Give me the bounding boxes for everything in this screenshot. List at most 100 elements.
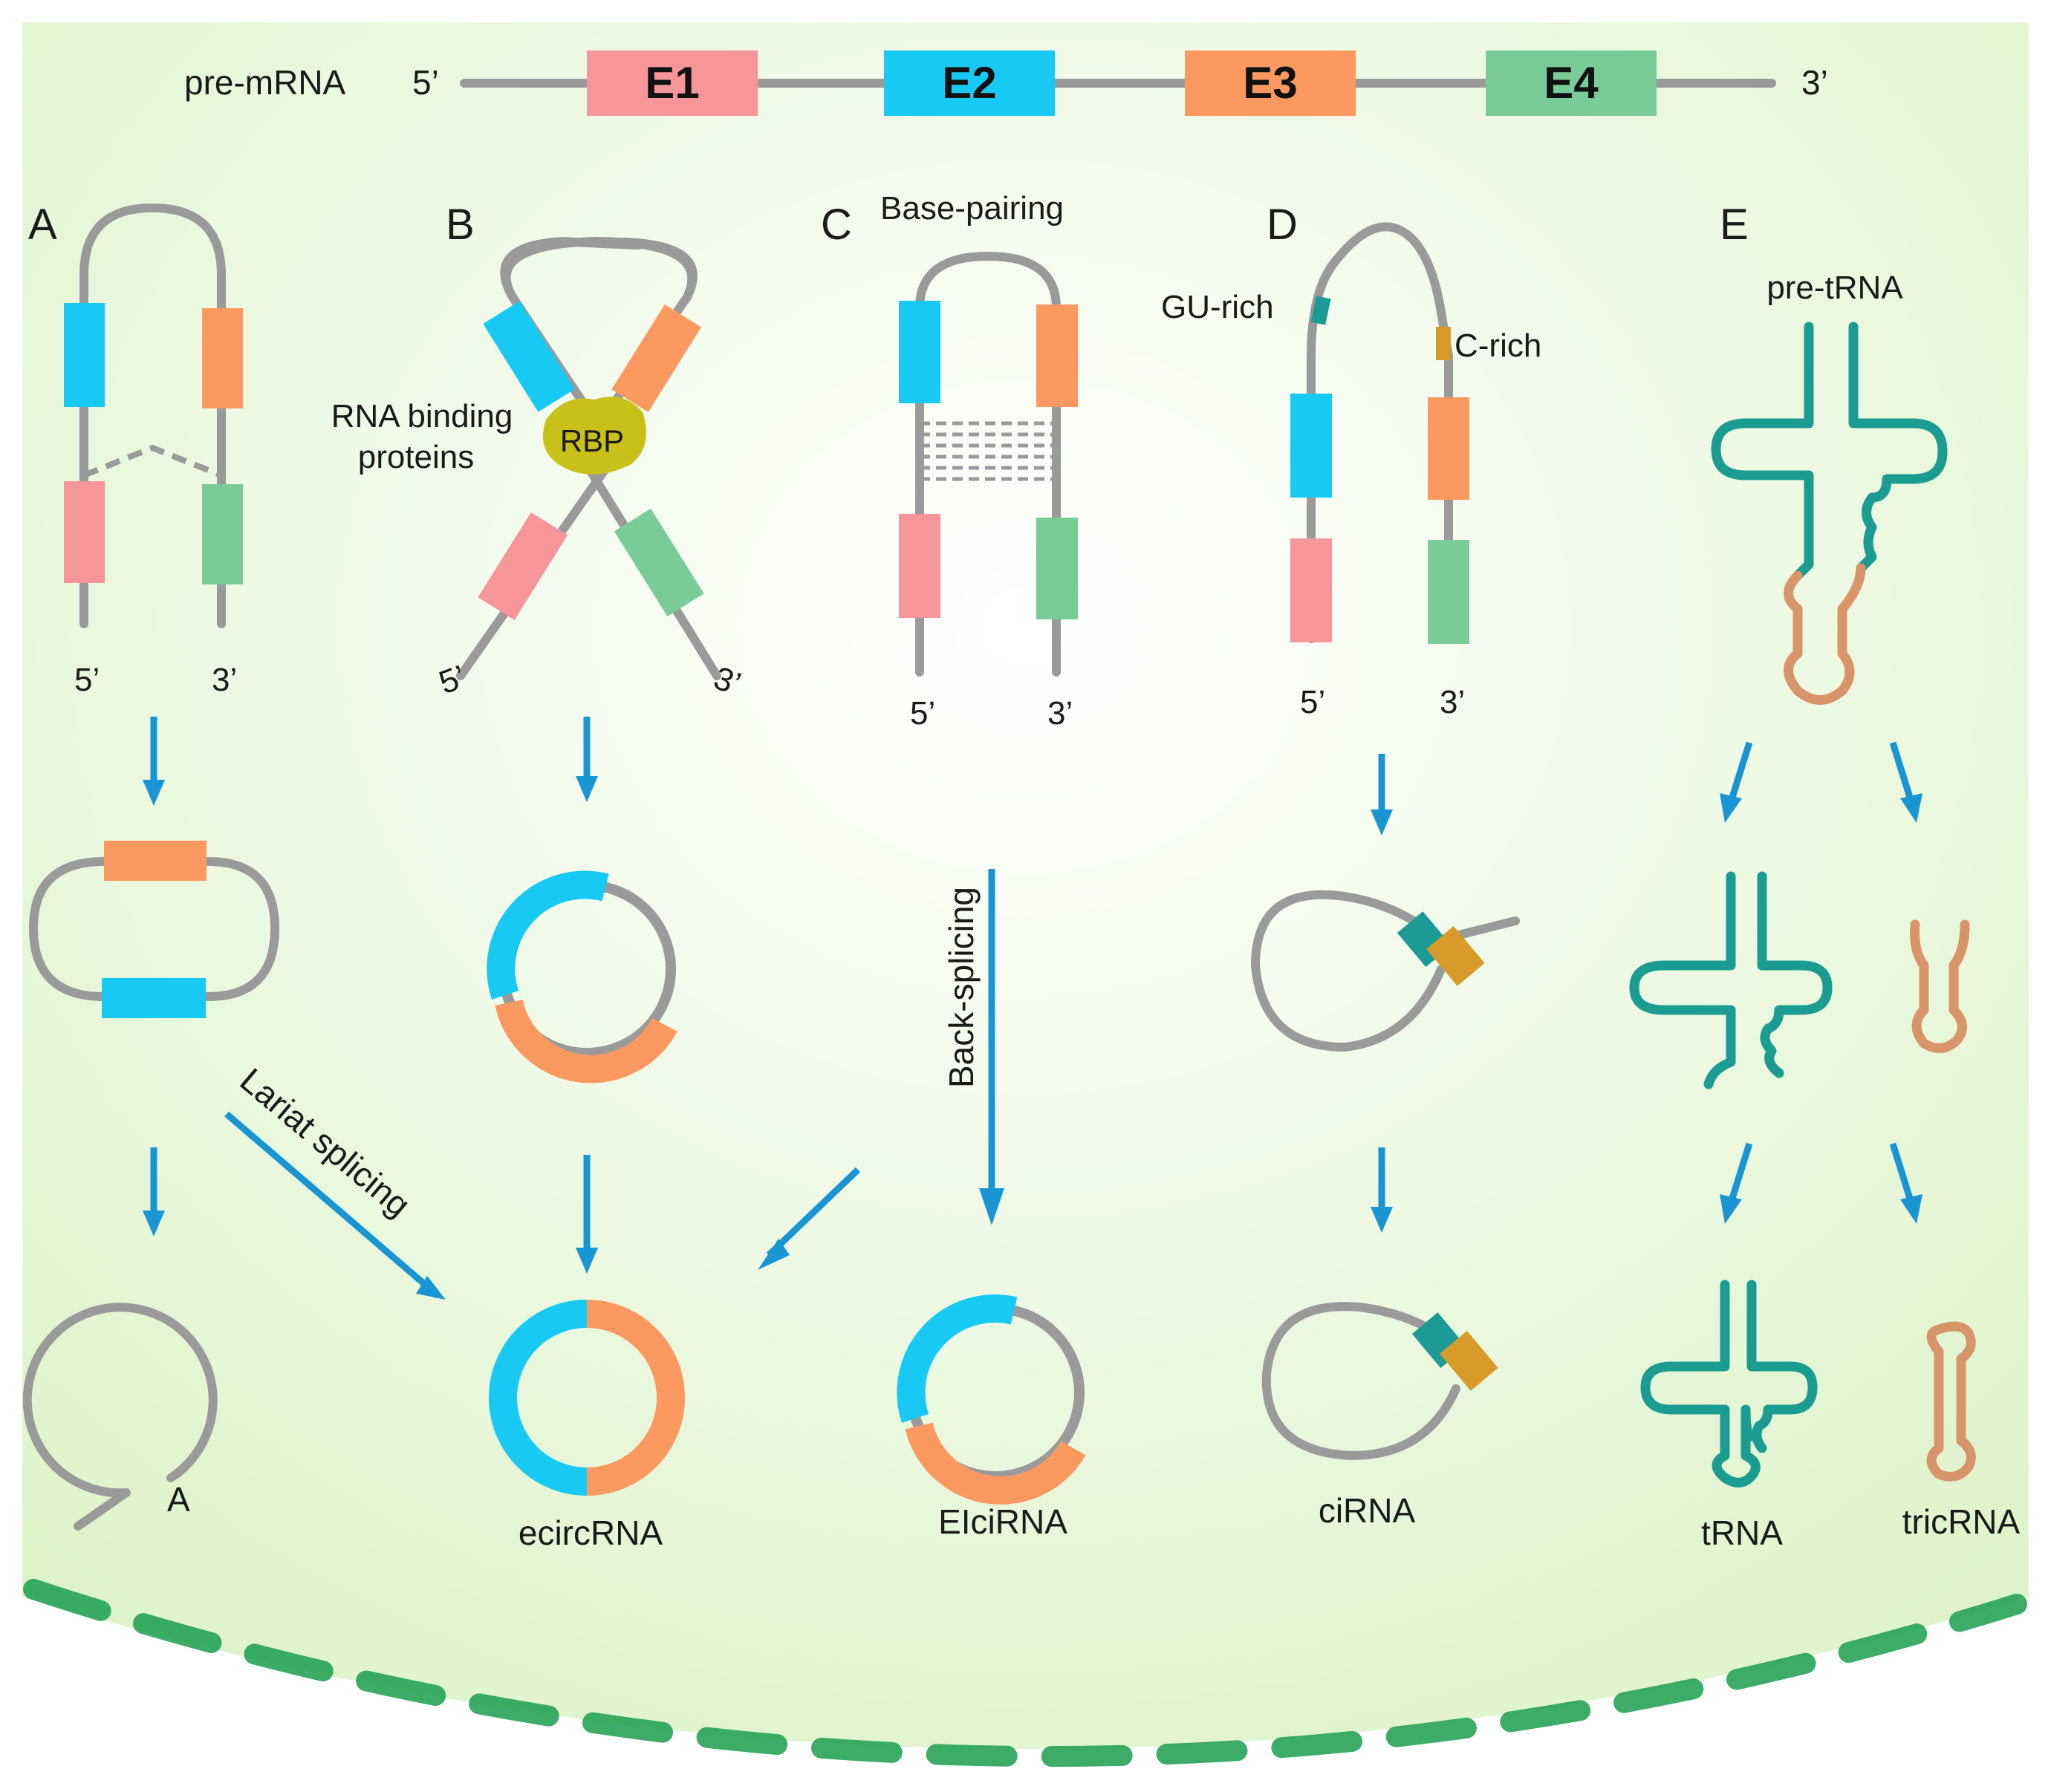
panel-a-intermediate-loop (28, 857, 280, 1001)
background-panel (22, 22, 2029, 1749)
lariat-splicing-arrowhead (416, 1276, 446, 1300)
panel-c-letter: C (821, 201, 852, 249)
back-splicing-label: Back-splicing (942, 887, 981, 1088)
panel-b: B RBP RNA binding proteins 5’ 3’ ecircRN… (331, 201, 746, 1552)
panel-c-exon-e3 (1036, 304, 1078, 407)
eicirna-arc-e3 (905, 1422, 1086, 1505)
panel-d-arrowhead-2 (1371, 1207, 1393, 1233)
panel-b-exon-e3 (611, 304, 702, 413)
panel-e-arrowhead-right-2 (1900, 1194, 1922, 1224)
panel-e-arrow-right-2 (1889, 1142, 1915, 1205)
panel-a-exon-e3 (202, 308, 243, 408)
cirna-c-mark (1440, 1331, 1498, 1391)
panel-d-exon-e2 (1290, 394, 1332, 498)
panel-a-lariat-branch: A (167, 1480, 190, 1519)
panel-c: C Base-pairing 5’ 3’ Back-splicing EIciR… (758, 190, 1086, 1541)
panel-a-arrowhead-2 (143, 1211, 165, 1237)
panel-b-arrowhead-1 (576, 776, 598, 802)
panel-b-rbp-label-line2: proteins (358, 439, 475, 475)
panel-c-exon-e1 (899, 514, 940, 618)
pre-trna-acceptor-stem (1711, 322, 1948, 581)
panel-d-five-prime: 5’ (1300, 684, 1325, 720)
panel-a-exon-e1 (64, 481, 105, 583)
panel-b-exon-e1 (478, 512, 568, 621)
panel-a-intron-loop (79, 203, 226, 628)
panel-b-intermediate-arc-e3 (495, 999, 677, 1084)
trna-structure (1640, 1280, 1818, 1488)
premrna-strip: pre-mRNA 5’ E1 E2 E3 E4 3’ (184, 50, 1828, 116)
trna-label: tRNA (1701, 1514, 1783, 1552)
panel-b-letter: B (446, 201, 475, 249)
panel-b-rbp-blob (542, 397, 646, 475)
panel-d-three-prime: 3’ (1440, 684, 1465, 720)
ecircrna-arc-e3 (586, 1300, 685, 1496)
panel-d-letter: D (1267, 201, 1298, 249)
panel-d-arrowhead-1 (1371, 809, 1393, 835)
cirna-label: ciRNA (1319, 1491, 1416, 1530)
eicirna-arc-e2 (897, 1294, 1018, 1423)
panel-e-arrow-left-2 (1727, 1142, 1753, 1205)
panel-e-arrowhead-left-1 (1720, 793, 1742, 823)
panel-e-arrow-left-1 (1727, 741, 1753, 804)
exon-e1 (587, 50, 758, 116)
premrna-label: pre-mRNA (184, 63, 346, 102)
panel-e-arrowhead-right-1 (1900, 793, 1922, 823)
panel-a-lariat (22, 1303, 218, 1531)
panel-b-exon-e2 (483, 301, 575, 412)
panel-b-rbp-badge: RBP (560, 423, 624, 458)
panel-a-exon-e2 (64, 303, 105, 407)
panel-a-five-prime: 5’ (74, 662, 100, 698)
tricrna-structure (1926, 1321, 1976, 1482)
panel-d-intermediate-c (1426, 926, 1485, 986)
exon-e1-label: E1 (645, 58, 699, 108)
panel-e-title: pre-tRNA (1766, 270, 1903, 306)
panel-a-exon-e4 (202, 484, 243, 584)
panel-c-base-pairs (920, 421, 1056, 481)
premrna-five-prime: 5’ (412, 63, 439, 102)
premrna-three-prime: 3’ (1801, 63, 1828, 102)
panel-a-intron-pairing (82, 444, 223, 478)
panel-a-arrowhead-1 (143, 780, 165, 806)
panel-c-title: Base-pairing (880, 190, 1064, 227)
panel-c-to-ecircrna-arrow (766, 1167, 861, 1258)
panel-d-gu-rich-mark (1310, 296, 1331, 325)
panel-c-to-ecircrna-arrowhead (758, 1239, 790, 1270)
back-splicing-arrowhead (979, 1188, 1004, 1225)
panel-e-intermediate-intron (1910, 919, 1970, 1053)
exon-e2-label: E2 (942, 58, 996, 108)
panel-e-arrow-right-1 (1889, 741, 1915, 804)
panel-d-c-rich-label: C-rich (1454, 328, 1541, 364)
exon-e3 (1185, 50, 1356, 116)
panel-d-exon-e1 (1290, 538, 1332, 642)
panel-e-letter: E (1720, 201, 1749, 249)
panel-c-exon-e2 (899, 301, 940, 403)
panel-e: E pre-tRNA tRNA tricRNA (1629, 201, 2021, 1552)
panel-a-letter: A (28, 201, 57, 249)
panel-b-exon-e4 (614, 508, 704, 617)
panel-a-intermediate-exon-e2 (102, 978, 206, 1018)
panel-e-arrowhead-left-2 (1720, 1194, 1742, 1224)
lariat-splicing-arrow (224, 1111, 441, 1299)
panel-d-gu-rich-label: GU-rich (1161, 289, 1274, 325)
eicirna-label: EIciRNA (938, 1502, 1067, 1541)
panel-b-arrowhead-2 (576, 1248, 598, 1274)
panel-d-c-rich-mark (1436, 327, 1451, 360)
ecircrna-label: ecircRNA (519, 1514, 663, 1552)
panel-a-three-prime: 3’ (212, 662, 237, 698)
panel-d-exon-e4 (1428, 540, 1469, 644)
tricrna-label: tricRNA (1902, 1502, 2021, 1541)
panel-c-exon-e4 (1036, 518, 1078, 619)
panel-d: D GU-rich C-rich 5’ 3’ ciRNA (1161, 201, 1541, 1530)
exon-e4 (1486, 50, 1657, 116)
panel-d-exon-e3 (1428, 397, 1469, 500)
panel-b-rbp-label-line1: RNA binding (331, 398, 513, 434)
exon-e2 (884, 50, 1055, 116)
exon-e3-label: E3 (1243, 58, 1297, 108)
panel-b-intermediate-arc-e2 (487, 870, 609, 1000)
panel-b-top-loop (501, 236, 697, 302)
panel-c-three-prime: 3’ (1047, 695, 1073, 732)
panel-c-strand (915, 251, 1061, 677)
panel-c-five-prime: 5’ (910, 695, 935, 732)
